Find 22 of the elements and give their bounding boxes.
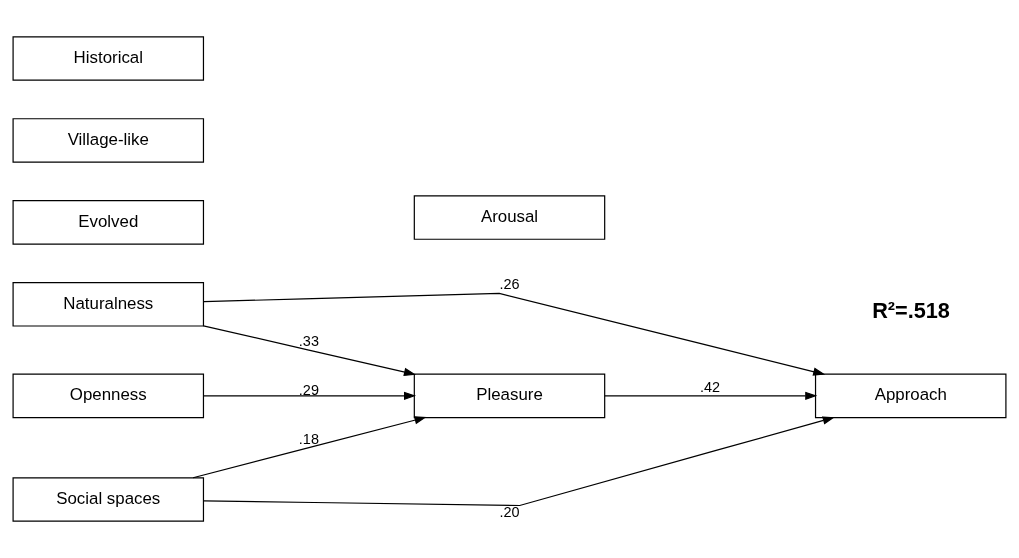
- node-box: Historical: [12, 36, 205, 81]
- edge-label: .29: [298, 382, 319, 399]
- node-box: Pleasure: [413, 373, 606, 419]
- edge-label: .20: [499, 504, 520, 521]
- node-box: Evolved: [12, 200, 205, 245]
- arrow: [192, 416, 427, 479]
- node-box: Naturalness: [12, 282, 205, 327]
- edge-label: .42: [700, 378, 721, 395]
- arrow: [604, 391, 818, 401]
- arrow: [202, 391, 417, 401]
- arrow: [203, 416, 835, 507]
- edge-label: .18: [298, 430, 319, 447]
- node-box: Approach: [814, 373, 1007, 419]
- edge-label: .26: [499, 276, 520, 293]
- arrow: [203, 292, 826, 376]
- node-box: Openness: [12, 373, 205, 419]
- node-box: Village-like: [12, 118, 205, 163]
- arrow: [202, 325, 416, 377]
- edge-label: .33: [298, 332, 319, 349]
- node-box: Arousal: [413, 195, 606, 240]
- label: R²=.518: [872, 298, 950, 324]
- node-box: Social spaces: [12, 477, 205, 522]
